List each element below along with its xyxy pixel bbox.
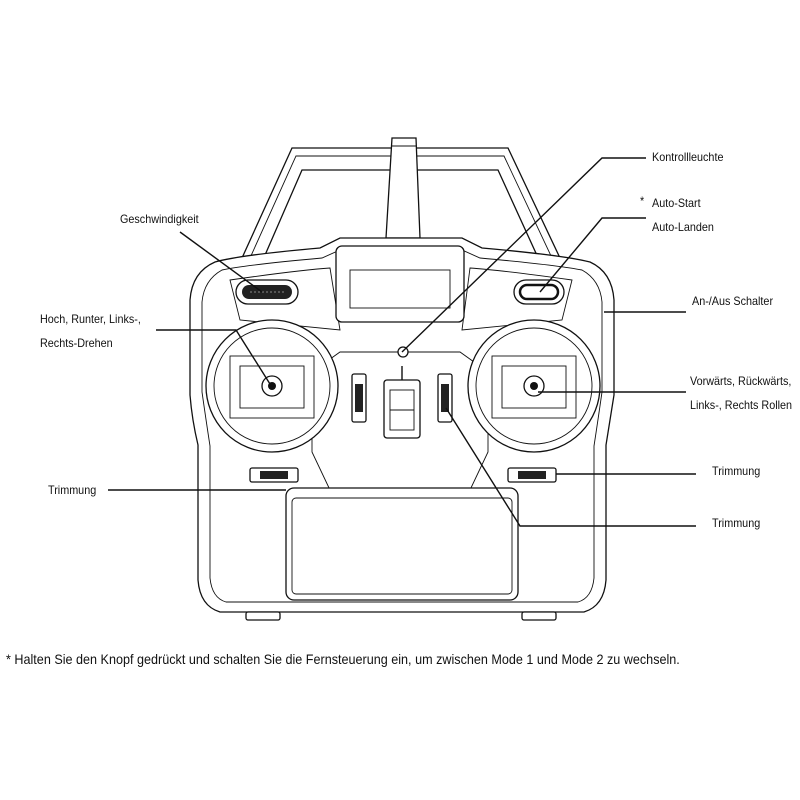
left-horizontal-trim xyxy=(249,467,299,483)
left-vertical-trim xyxy=(351,373,367,423)
label-hoch-runter-1: Hoch, Runter, Links-, xyxy=(40,312,141,326)
right-stick xyxy=(467,319,601,453)
left-foot xyxy=(245,611,281,621)
top-display xyxy=(335,245,465,323)
label-auto-landen: Auto-Landen xyxy=(652,220,714,234)
antenna xyxy=(385,137,421,239)
label-auto-start: Auto-Start xyxy=(652,196,701,210)
callout-lines xyxy=(108,157,696,527)
label-auto-start-marker: * xyxy=(640,194,645,208)
label-hoch-runter-2: Rechts-Drehen xyxy=(40,336,113,350)
label-trimmung-left: Trimmung xyxy=(48,483,97,497)
label-an-aus-schalter: An-/Aus Schalter xyxy=(692,294,774,308)
label-trimmung-right-top: Trimmung xyxy=(712,464,761,478)
label-vorwaerts-2: Links-, Rechts Rollen xyxy=(690,398,793,412)
footnote: * Halten Sie den Knopf gedrückt und scha… xyxy=(6,651,680,667)
speed-button xyxy=(235,279,299,305)
label-vorwaerts-1: Vorwärts, Rückwärts, xyxy=(690,374,792,388)
label-geschwindigkeit: Geschwindigkeit xyxy=(120,212,199,226)
right-horizontal-trim xyxy=(507,467,557,483)
power-switch xyxy=(383,379,421,439)
left-stick xyxy=(205,319,339,453)
right-vertical-trim xyxy=(437,373,453,423)
label-trimmung-right-bottom: Trimmung xyxy=(712,516,761,530)
right-foot xyxy=(521,611,557,621)
label-kontrollleuchte: Kontrollleuchte xyxy=(652,150,724,164)
auto-start-button xyxy=(513,279,565,305)
bottom-window xyxy=(285,487,519,601)
